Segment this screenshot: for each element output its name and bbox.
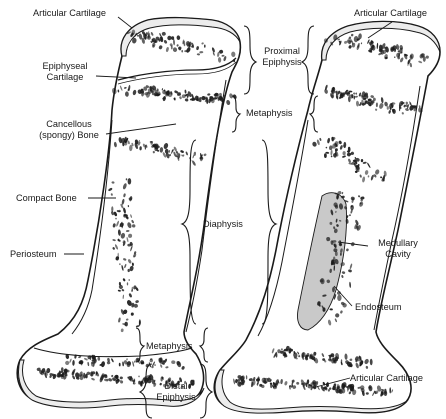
- metaphysis-bottom-right-brace: [200, 328, 208, 362]
- label-distal-epiphysis: Distal Epiphysis: [152, 381, 200, 402]
- label-medullary-cavity: Medullary Cavity: [370, 238, 426, 259]
- bone-pore: [350, 205, 354, 210]
- label-diaphysis: Diaphysis: [203, 219, 243, 230]
- right-bone: [214, 22, 440, 414]
- bone-pore: [204, 45, 206, 48]
- label-medullary-cavity-line1: Medullary: [370, 238, 426, 249]
- bone-pore: [128, 178, 132, 184]
- label-distal-epiphysis-line1: Distal: [152, 381, 200, 392]
- label-compact-bone: Compact Bone: [16, 193, 77, 204]
- label-distal-epiphysis-line2: Epiphysis: [152, 392, 200, 403]
- label-cancellous-line2: (spongy) Bone: [34, 130, 104, 141]
- bone-pore: [137, 35, 139, 37]
- label-metaphysis-top: Metaphysis: [246, 108, 292, 119]
- label-metaphysis-bottom: Metaphysis: [146, 341, 192, 352]
- label-cancellous-line1: Cancellous: [34, 119, 104, 130]
- bone-pore: [366, 392, 369, 394]
- metaphysis-top-left-brace: [232, 96, 240, 132]
- label-proximal-epiphysis-line2: Epiphysis: [256, 57, 308, 68]
- label-articular-cartilage-left: Articular Cartilage: [33, 8, 106, 19]
- label-periosteum: Periosteum: [10, 249, 56, 260]
- label-articular-cartilage-right: Articular Cartilage: [354, 8, 427, 19]
- label-epiphyseal-cartilage-line2: Cartilage: [36, 72, 94, 83]
- label-articular-cartilage-bottom-right: Articular Cartilage: [350, 373, 423, 384]
- label-cancellous-bone: Cancellous (spongy) Bone: [34, 119, 104, 140]
- label-epiphyseal-cartilage-line1: Epiphyseal: [36, 61, 94, 72]
- label-epiphyseal-cartilage: Epiphyseal Cartilage: [36, 61, 94, 82]
- bone-pore: [389, 387, 391, 393]
- proximal-epiphysis-left-brace: [244, 26, 256, 94]
- bone-pore: [138, 381, 140, 385]
- label-medullary-cavity-line2: Cavity: [370, 249, 426, 260]
- label-proximal-epiphysis: Proximal Epiphysis: [256, 46, 308, 67]
- label-endosteum: Endosteum: [355, 302, 401, 313]
- bone-pore: [85, 374, 87, 379]
- label-proximal-epiphysis-line1: Proximal: [256, 46, 308, 57]
- leader-articular-cartilage-left: [118, 17, 132, 28]
- bone-pore: [423, 56, 426, 62]
- bone-pore: [418, 108, 421, 113]
- bone-pore: [372, 103, 373, 105]
- bone-pore: [226, 99, 231, 105]
